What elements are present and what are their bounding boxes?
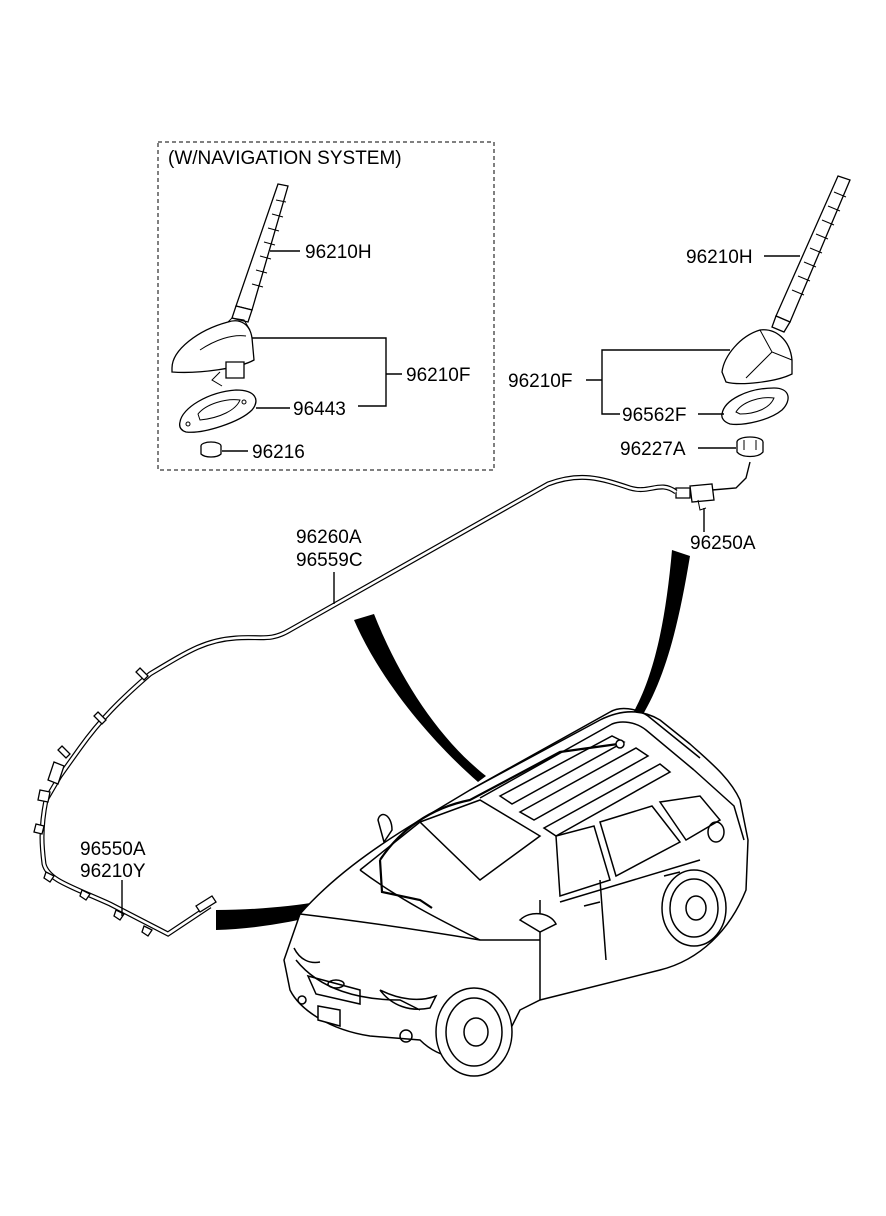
inset-box [157, 141, 495, 471]
inset-title: (W/NAVIGATION SYSTEM) [168, 148, 402, 169]
label-nav-base-pad: 96443 [293, 399, 346, 420]
nav-base-pad [179, 389, 257, 433]
label-nav-antenna-assy: 96210F [406, 365, 470, 386]
label-front-cable-2: 96210Y [80, 861, 146, 882]
vehicle-illustration [283, 707, 749, 1077]
nav-antenna-rod [231, 183, 289, 323]
label-roof-cable-2: 96559C [296, 550, 363, 571]
callout-arrow-roof-rear [616, 550, 690, 744]
label-std-gasket: 96562F [622, 405, 686, 426]
label-roof-cable-1: 96260A [296, 527, 362, 548]
label-std-nut: 96227A [620, 439, 686, 460]
leader-nav-assy [252, 337, 402, 407]
label-std-antenna-assy: 96210F [508, 371, 572, 392]
leader-std-assy [586, 349, 730, 415]
std-antenna-rod [771, 175, 851, 333]
std-gasket [721, 387, 789, 426]
label-nav-antenna-rod: 96210H [305, 242, 372, 263]
label-nav-nut: 96216 [252, 442, 305, 463]
callout-arrow-roof-front [354, 614, 486, 782]
std-antenna-body [721, 329, 793, 385]
nav-nut [200, 441, 222, 458]
std-nut [736, 436, 764, 458]
label-front-cable-1: 96550A [80, 839, 146, 860]
feeder-cable [675, 461, 751, 511]
label-std-antenna-rod: 96210H [686, 247, 753, 268]
roof-cable [33, 474, 678, 937]
nav-antenna-body [171, 317, 255, 387]
label-feeder-cable: 96250A [690, 533, 756, 554]
